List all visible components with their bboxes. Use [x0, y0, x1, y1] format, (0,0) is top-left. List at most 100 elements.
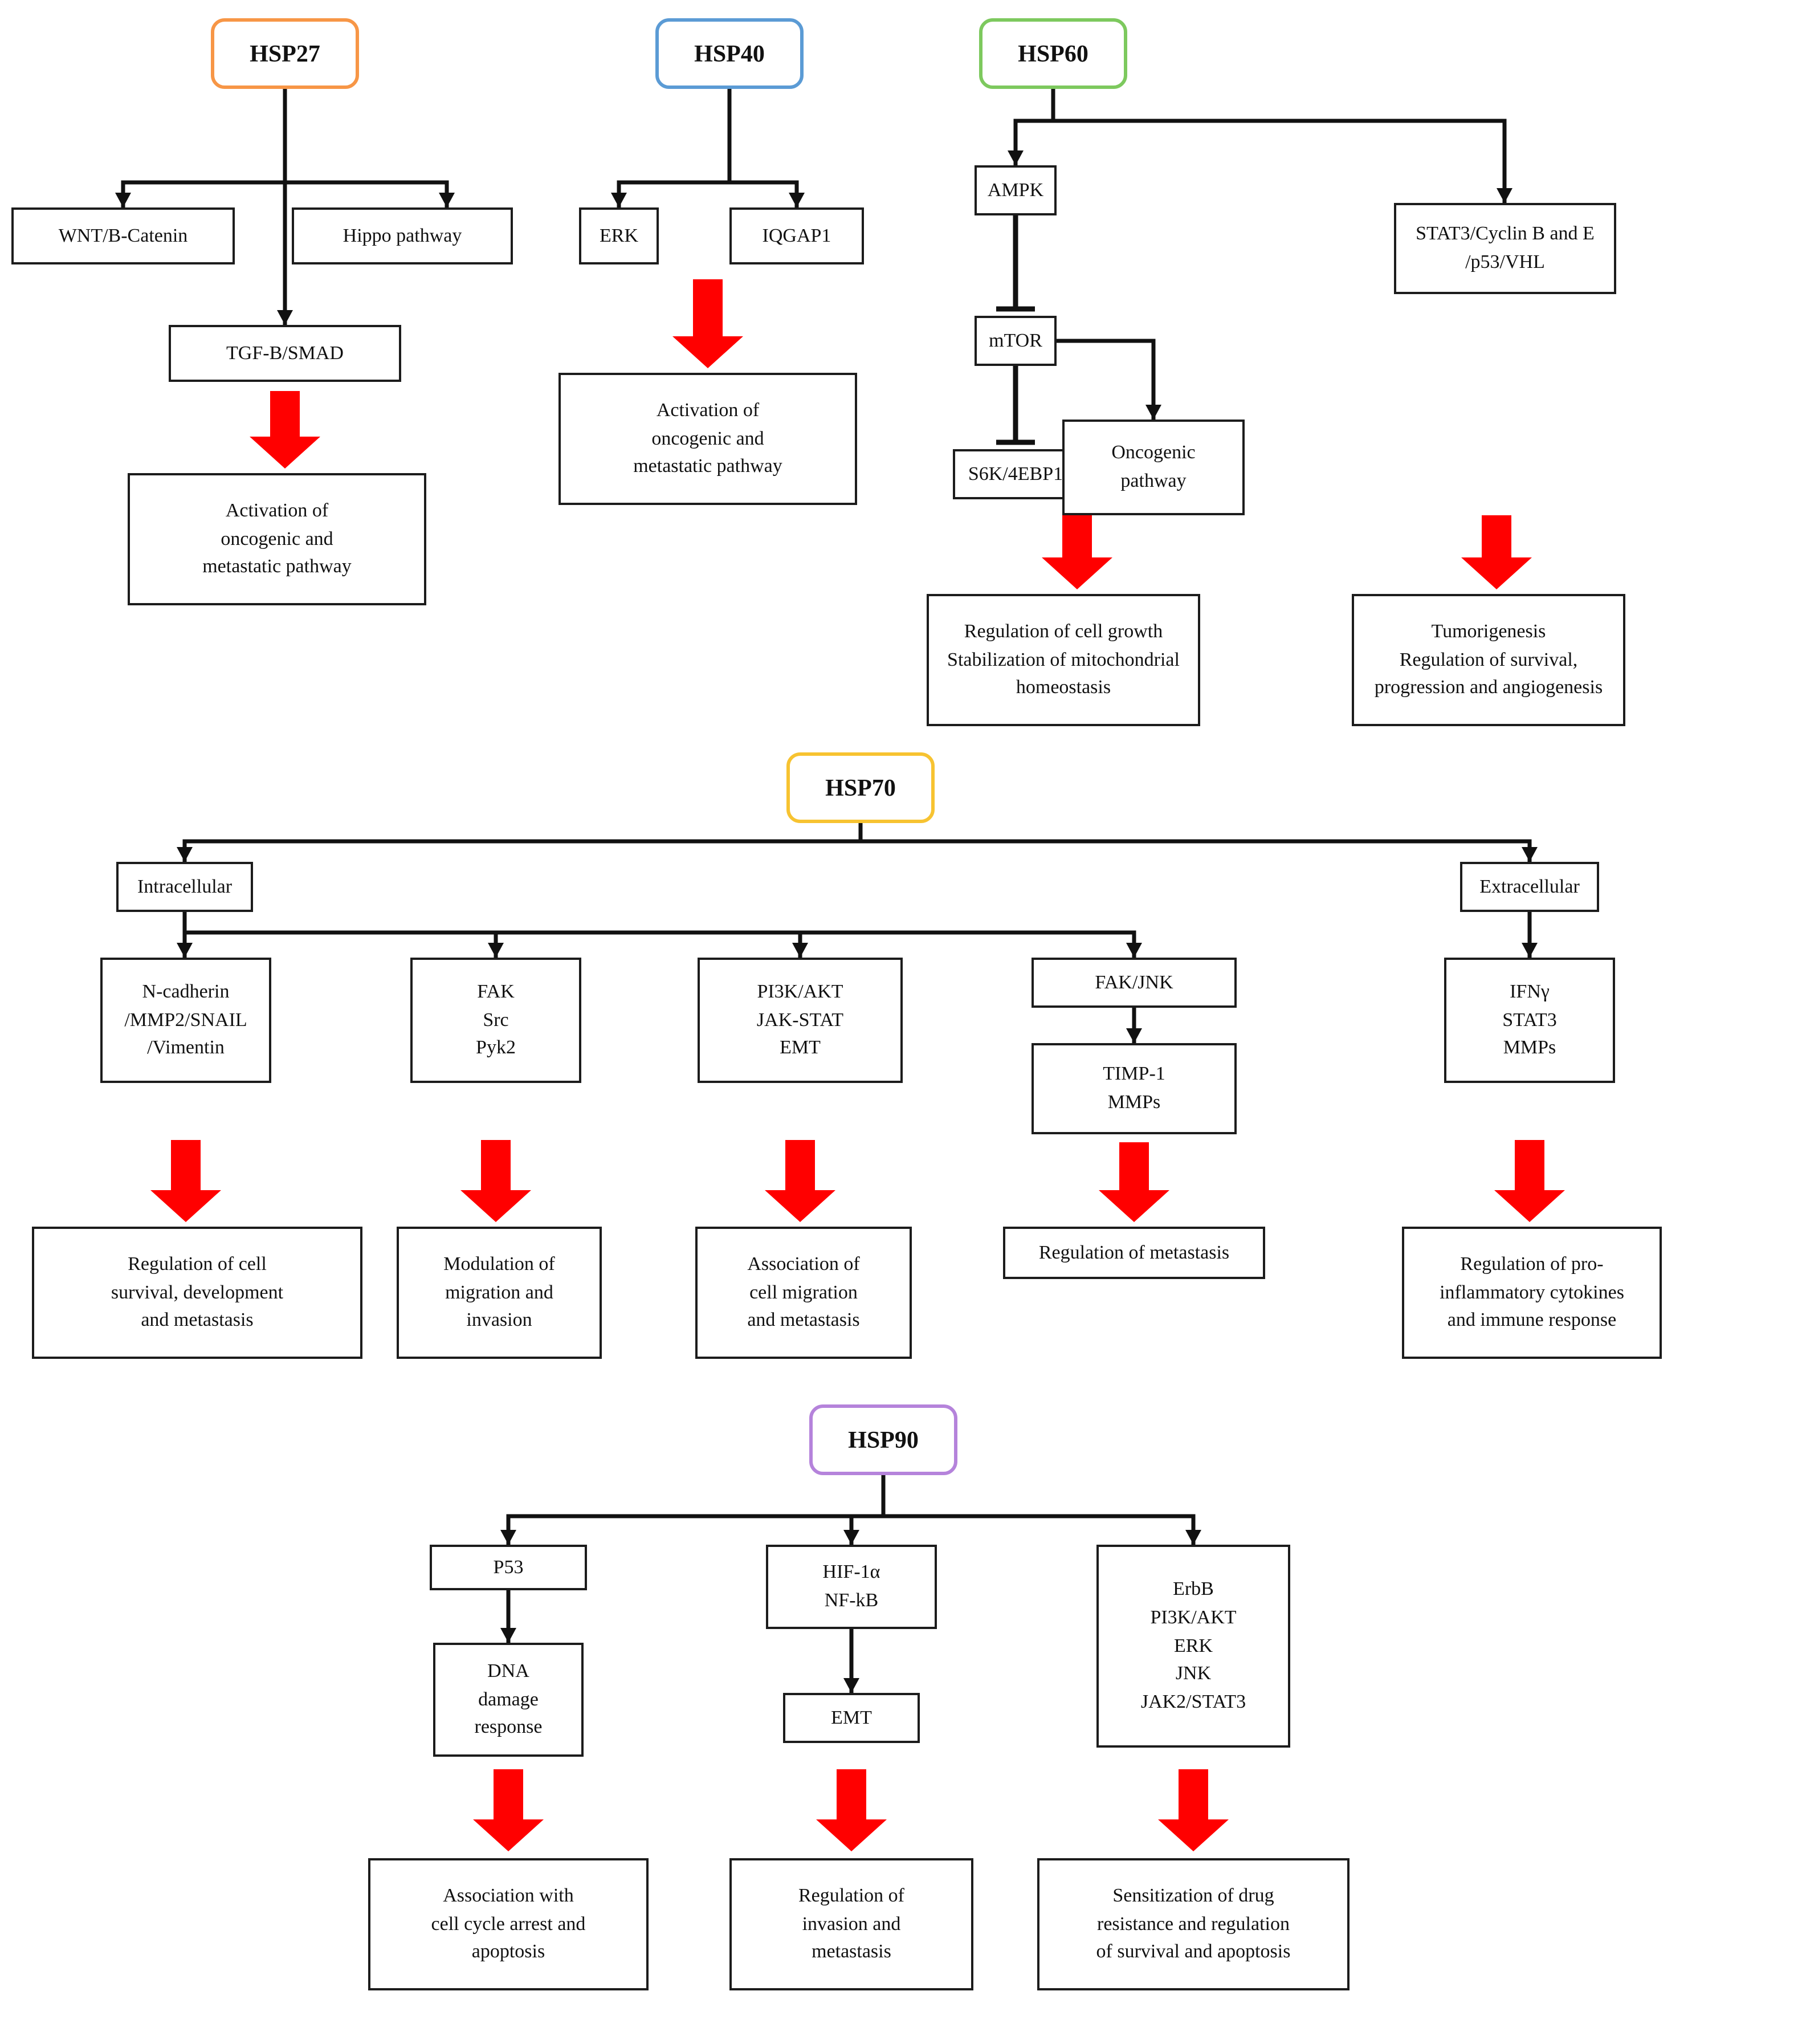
- box-line: PI3K/AKT: [757, 980, 843, 1003]
- header-hsp40: HSP40: [655, 18, 804, 89]
- box-line: metastasis: [812, 1940, 891, 1962]
- box-line: migration and: [445, 1281, 553, 1303]
- box-line: Regulation of: [798, 1884, 904, 1907]
- edge-pi3k-association-result: [765, 1140, 835, 1222]
- arrowhead-icon: [792, 943, 808, 958]
- box-line: Src: [483, 1008, 509, 1031]
- box-wnt: WNT/B-Catenin: [11, 207, 235, 264]
- arrowhead-icon: [1126, 1028, 1142, 1043]
- box-iqgap1: IQGAP1: [729, 207, 864, 264]
- box-line: and immune response: [1447, 1309, 1617, 1331]
- red-block-arrow-icon: [1099, 1142, 1169, 1222]
- arrowhead-icon: [439, 193, 455, 207]
- edge-ampk-mtor: [996, 215, 1035, 312]
- arrowhead-icon: [488, 943, 504, 958]
- box-line: MMPs: [1107, 1091, 1161, 1113]
- box-line: metastatic pathway: [633, 455, 782, 477]
- arrowhead-icon: [277, 310, 293, 325]
- arrowhead-icon: [611, 193, 627, 207]
- box-ncadherin: N-cadherin/MMP2/SNAIL/Vimentin: [100, 958, 271, 1083]
- box-line: /Vimentin: [147, 1036, 225, 1058]
- box-ampk: AMPK: [975, 165, 1057, 215]
- box-line: /p53/VHL: [1465, 251, 1545, 272]
- box-line: pathway: [1120, 470, 1187, 491]
- arrowhead-icon: [1522, 847, 1538, 862]
- box-line: Regulation of survival,: [1399, 648, 1578, 670]
- box-line: STAT3/Cyclin B and E: [1416, 222, 1595, 245]
- box-line: Regulation of metastasis: [1038, 1241, 1230, 1263]
- box-line: S6K/4EBP1: [968, 462, 1063, 484]
- edge-extracellular-ifng: [1522, 912, 1538, 958]
- edge-timp1-metastasis-result: [1099, 1142, 1169, 1222]
- header-hsp70: HSP70: [786, 752, 935, 823]
- box-line: JAK2/STAT3: [1140, 1690, 1246, 1712]
- edge-fakjnk-timp1: [1126, 1008, 1142, 1043]
- box-line: Association with: [443, 1884, 574, 1907]
- arrowhead-icon: [1522, 943, 1538, 958]
- header-hsp90: HSP90: [809, 1404, 957, 1475]
- box-tgfb: TGF-B/SMAD: [169, 325, 401, 382]
- box-line: Modulation of: [443, 1253, 555, 1275]
- red-block-arrow-icon: [473, 1769, 544, 1851]
- box-line: JNK: [1175, 1662, 1212, 1684]
- arrowhead-icon: [177, 943, 193, 958]
- box-line: damage: [478, 1688, 539, 1710]
- box-line: Regulation of cell growth: [964, 620, 1163, 642]
- arrowhead-icon: [1008, 150, 1024, 165]
- arrowhead-icon: [1497, 188, 1512, 203]
- edge-erk-hsp40-result: [672, 279, 743, 368]
- edge-ncadherin-survival-result: [150, 1140, 221, 1222]
- box-line: Regulation of cell: [128, 1253, 267, 1275]
- box-line: Association of: [747, 1253, 860, 1275]
- header-hsp27: HSP27: [211, 18, 359, 89]
- box-line: apoptosis: [471, 1940, 545, 1962]
- box-line: WNT/B-Catenin: [58, 224, 188, 246]
- box-line: ErbB: [1173, 1578, 1214, 1600]
- arrowhead-icon: [500, 1530, 516, 1545]
- arrowhead-icon: [177, 847, 193, 862]
- box-line: metastatic pathway: [202, 555, 352, 577]
- box-line: JAK-STAT: [756, 1008, 844, 1031]
- box-line: and metastasis: [141, 1309, 254, 1331]
- box-line: cell migration: [749, 1281, 858, 1303]
- edge-stat3cyclin-tumorigenesis-result: [1461, 515, 1532, 589]
- arrowhead-icon: [115, 193, 131, 207]
- box-line: Oncogenic: [1111, 441, 1196, 463]
- box-line: /MMP2/SNAIL: [124, 1008, 247, 1031]
- edge-p53-dna: [500, 1590, 516, 1643]
- edge-intracellular-fakjnk: [182, 912, 1142, 958]
- box-line: EMT: [831, 1706, 872, 1728]
- box-line: response: [474, 1716, 543, 1738]
- red-block-arrow-icon: [1494, 1140, 1565, 1222]
- edge-hsp60-stat3cyclin: [1051, 89, 1512, 203]
- box-line: oncogenic and: [651, 427, 764, 449]
- edge-fak-src-modulation-result: [460, 1140, 531, 1222]
- red-block-arrow-icon: [250, 391, 320, 469]
- box-line: mTOR: [989, 329, 1042, 351]
- arrowhead-icon: [789, 193, 805, 207]
- edge-hsp70-extracellular: [858, 823, 1538, 862]
- box-line: FAK/JNK: [1095, 971, 1173, 993]
- arrowhead-icon: [1126, 943, 1142, 958]
- box-line: and metastasis: [747, 1309, 860, 1331]
- box-line: TGF-B/SMAD: [226, 341, 344, 364]
- red-block-arrow-icon: [460, 1140, 531, 1222]
- box-line: survival, development: [111, 1281, 284, 1303]
- box-line: Extracellular: [1479, 875, 1580, 897]
- box-line: PI3K/AKT: [1150, 1606, 1237, 1628]
- box-line: Hippo pathway: [343, 224, 462, 246]
- box-association-result: Association of cell migration and metastas…: [695, 1227, 912, 1359]
- box-line: Activation of: [225, 499, 329, 522]
- box-line: P53: [493, 1556, 524, 1578]
- edge-hsp90-erbb: [881, 1475, 1201, 1545]
- edge-hsp40-iqgap1: [727, 89, 805, 207]
- edge-hsp27-tgfb: [277, 89, 293, 325]
